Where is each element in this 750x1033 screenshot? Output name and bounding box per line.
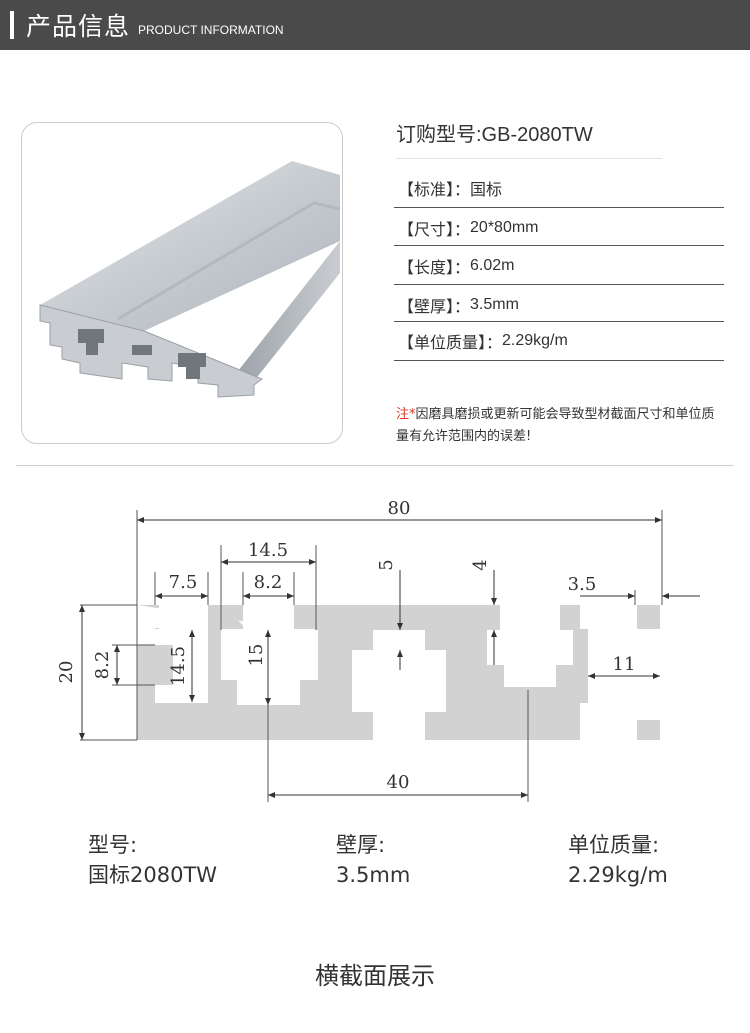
info-weight: 单位质量: 2.29kg/m	[568, 830, 668, 890]
order-model: 订购型号:GB-2080TW	[396, 124, 593, 146]
note-star: *	[409, 407, 416, 422]
dim-total-width: 80	[388, 498, 411, 519]
dim-3-5: 3.5	[568, 574, 597, 595]
dim-14-5-left: 14.5	[168, 646, 189, 686]
spec-label: 【壁厚】：	[398, 298, 471, 316]
divider	[394, 245, 724, 246]
spec-row-weight: 【单位质量】： 2.29kg/m	[398, 322, 722, 359]
divider	[394, 207, 724, 208]
spec-label: 【尺寸】：	[398, 221, 471, 239]
spec-row-size: 【尺寸】： 20*80mm	[398, 209, 722, 246]
info-weight-label: 单位质量:	[568, 833, 660, 857]
section-divider	[16, 465, 734, 466]
spec-value: 2.29kg/m	[502, 331, 568, 349]
info-weight-value: 2.29kg/m	[568, 863, 668, 887]
product-photo	[21, 122, 343, 444]
info-model-label: 型号:	[88, 833, 138, 857]
info-wall-label: 壁厚:	[336, 833, 386, 857]
dim-40: 40	[387, 772, 410, 793]
dim-4: 4	[470, 559, 491, 570]
spec-value: 3.5mm	[470, 295, 519, 313]
divider	[394, 360, 724, 361]
dim-5: 5	[376, 559, 397, 570]
dim-8-2-top: 8.2	[254, 572, 283, 593]
divider	[396, 158, 662, 159]
spec-label: 【标准】：	[398, 181, 471, 199]
note-text: 因磨具磨损或更新可能会导致型材截面尺寸和单位质量有允许范围内的误差!	[396, 407, 715, 444]
dim-14-5-top: 14.5	[248, 540, 288, 561]
info-model: 型号: 国标2080TW	[88, 830, 217, 890]
info-wall-value: 3.5mm	[336, 863, 411, 887]
header-accent-bar	[10, 11, 14, 39]
spec-value: 国标	[470, 181, 503, 199]
spec-row-length: 【长度】： 6.02m	[398, 247, 722, 284]
tolerance-note: 注*因磨具磨损或更新可能会导致型材截面尺寸和单位质量有允许范围内的误差!	[396, 404, 726, 448]
header-title-cn: 产品信息	[26, 12, 131, 41]
caption: 横截面展示	[315, 962, 435, 990]
aluminum-profile-image	[39, 161, 341, 398]
dim-7-5: 7.5	[169, 572, 198, 593]
spec-row-wall: 【壁厚】： 3.5mm	[398, 286, 722, 323]
spec-label: 【单位质量】：	[398, 334, 503, 352]
dim-20: 20	[56, 661, 77, 684]
dim-11: 11	[613, 654, 636, 675]
spec-value: 20*80mm	[470, 218, 539, 236]
dim-8-2-left: 8.2	[92, 651, 113, 680]
divider	[394, 321, 724, 322]
spec-value: 6.02m	[470, 256, 515, 274]
spec-row-standard: 【标准】： 国标	[398, 169, 722, 206]
divider	[394, 284, 724, 285]
note-prefix: 注	[396, 407, 410, 422]
info-wall: 壁厚: 3.5mm	[336, 830, 410, 890]
dim-15: 15	[246, 644, 267, 667]
section-header: 产品信息 PRODUCT INFORMATION	[0, 0, 750, 50]
info-model-value: 国标2080TW	[88, 863, 218, 887]
header-title-en: PRODUCT INFORMATION	[138, 22, 284, 37]
cross-section-drawing: 80 14.5 7.5 8.2 5 4 3.5 20 8.2 14.5 15 1…	[56, 498, 700, 802]
spec-label: 【长度】：	[398, 259, 471, 277]
